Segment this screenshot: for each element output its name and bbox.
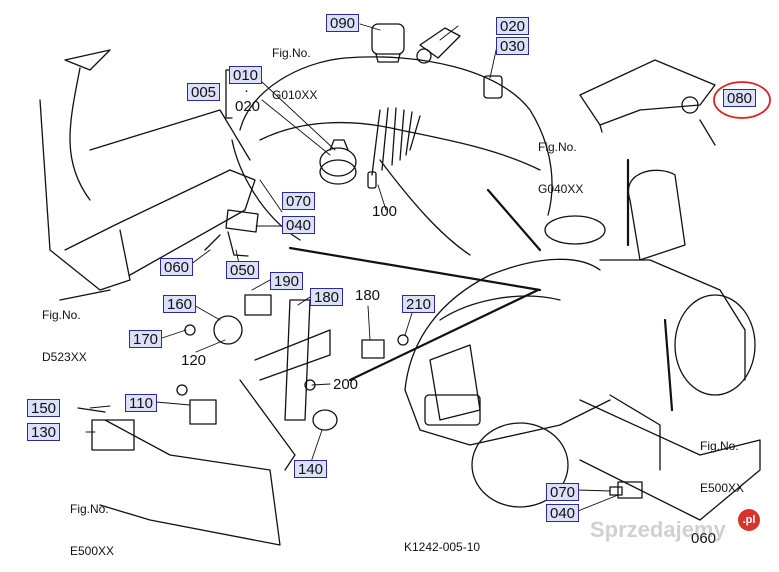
pointer-arrow-3 <box>486 188 542 252</box>
figref-e500-left-line1: Fig.No. <box>70 502 109 516</box>
figref-d523-line1: Fig.No. <box>42 308 81 322</box>
connector-040b-part <box>617 481 643 499</box>
callout-050[interactable]: 050 <box>226 261 260 279</box>
bolt-150-part <box>77 407 106 413</box>
figref-g010-line1: Fig.No. <box>272 46 311 60</box>
figref-d523-line2: D523XX <box>42 350 87 364</box>
callout-070-a[interactable]: 070 <box>282 192 316 210</box>
label-180-b: 180 <box>355 287 381 304</box>
callout-150[interactable]: 150 <box>27 399 61 417</box>
figref-g040-line2: G040XX <box>538 182 584 196</box>
bolt-120-part <box>176 384 188 396</box>
gauge-090-part <box>371 23 405 55</box>
figref-e500-right: Fig.No. E500XX <box>700 411 744 509</box>
hood-lower-edge <box>379 159 471 256</box>
figref-e500-right-line2: E500XX <box>700 481 745 495</box>
label-120: 120 <box>181 352 207 369</box>
callout-040-a[interactable]: 040 <box>282 216 316 234</box>
seat <box>627 169 686 261</box>
callout-010[interactable]: 010 <box>229 66 263 84</box>
steering-column-part <box>284 299 311 421</box>
module-130-part <box>91 419 135 451</box>
callout-110[interactable]: 110 <box>125 394 157 412</box>
bolt-060-part <box>204 234 221 251</box>
hood-inner-line <box>259 121 541 171</box>
callout-210[interactable]: 210 <box>402 295 436 313</box>
callout-040-b[interactable]: 040 <box>546 504 580 522</box>
rear-wheel <box>674 294 756 396</box>
figref-g040: Fig.No. G040XX <box>538 112 583 210</box>
callout-005[interactable]: 005 <box>187 83 221 101</box>
callout-170[interactable]: 170 <box>129 330 163 348</box>
bracket-080-part <box>579 59 716 126</box>
wire-harness-100-part <box>367 107 421 189</box>
watermark-text: Sprzedajemy <box>590 517 726 542</box>
relay-110-part <box>189 399 217 425</box>
callout-080[interactable]: 080 <box>723 89 757 107</box>
figref-g040-line1: Fig.No. <box>538 140 577 154</box>
callout-130[interactable]: 130 <box>27 423 61 441</box>
relay-180-part <box>361 339 385 359</box>
frame-e500-right <box>579 399 761 521</box>
label-100: 100 <box>372 203 398 220</box>
buzzer-140-part <box>312 409 338 431</box>
disc-160-part <box>213 315 243 345</box>
front-wheel <box>471 422 569 508</box>
range-dot: · <box>244 82 249 99</box>
steering-frame-part <box>39 49 256 301</box>
socket-010-part <box>319 139 357 185</box>
callout-030[interactable]: 030 <box>496 37 530 55</box>
pedal-050-part <box>227 231 249 257</box>
callout-180-a[interactable]: 180 <box>310 288 344 306</box>
watermark-badge: .pl <box>738 509 760 531</box>
callout-160[interactable]: 160 <box>163 295 197 313</box>
callout-140[interactable]: 140 <box>294 460 328 478</box>
switch-030-part <box>483 75 503 99</box>
highlight-circle-080 <box>713 81 771 119</box>
callout-020-top[interactable]: 020 <box>496 17 530 35</box>
callout-070-b[interactable]: 070 <box>546 483 580 501</box>
figref-e500-left-line2: E500XX <box>70 544 115 558</box>
document-id: K1242-005-10 <box>404 540 481 554</box>
steering-wheel <box>544 215 606 245</box>
bolt-170-part <box>184 324 196 336</box>
hood-outline <box>239 56 553 216</box>
figref-e500-left: Fig.No. E500XX <box>70 474 114 572</box>
bolt-210-part <box>397 334 409 346</box>
callout-090[interactable]: 090 <box>326 14 360 32</box>
label-200: 200 <box>333 376 359 393</box>
callout-060[interactable]: 060 <box>160 258 194 276</box>
label-060-b: 060 <box>691 530 717 547</box>
figref-g010: Fig.No. G010XX <box>272 18 317 116</box>
pointer-arrow-5 <box>663 318 674 412</box>
figref-d523: Fig.No. D523XX <box>42 280 87 378</box>
frame-e500-left <box>99 419 281 546</box>
connector-070b-part <box>609 486 623 496</box>
key-switch-020-part <box>419 27 461 59</box>
figref-g010-line2: G010XX <box>272 88 318 102</box>
bracket-190-part <box>244 294 272 316</box>
figref-e500-right-line1: Fig.No. <box>700 439 739 453</box>
pointer-arrow-2 <box>348 288 540 382</box>
callout-190[interactable]: 190 <box>270 272 304 290</box>
label-020-sub: 020 <box>235 98 261 115</box>
part-080-knob <box>681 96 699 114</box>
pointer-arrow-1 <box>288 246 542 292</box>
bracket-040-part <box>225 209 259 233</box>
